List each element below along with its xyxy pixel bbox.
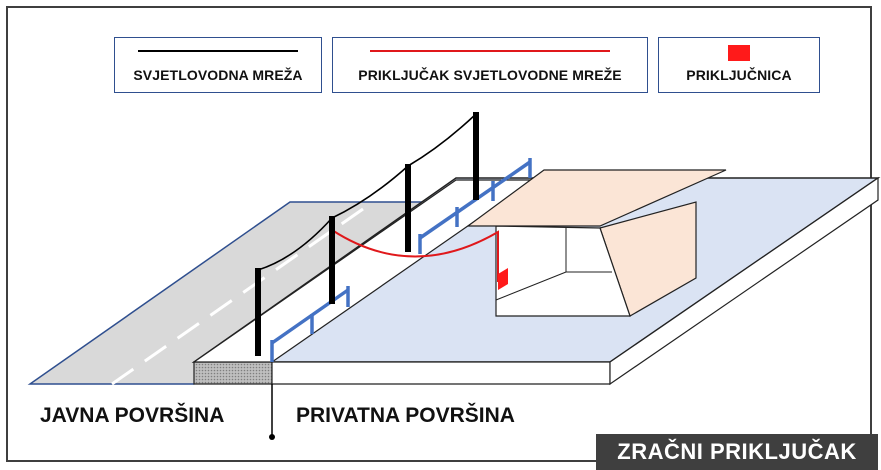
fence xyxy=(270,158,532,362)
boundary-marker xyxy=(269,434,275,440)
fiber-connection-cable xyxy=(331,229,499,282)
house xyxy=(466,169,727,317)
legend-label: PRIKLJUČAK SVJETLOVODNE MREŽE xyxy=(358,67,622,83)
public-area-label: JAVNA POVRŠINA xyxy=(40,404,225,427)
public-curb xyxy=(193,361,273,385)
connector-socket xyxy=(498,268,508,290)
legend-item-connector: PRIKLJUČNICA xyxy=(658,37,820,93)
private-area-label: PRIVATNA POVRŠINA xyxy=(296,404,515,427)
legend-label: SVJETLOVODNA MREŽA xyxy=(133,67,303,83)
poles xyxy=(255,112,479,356)
outer-border xyxy=(6,6,872,462)
legend-item-fiber-connection: PRIKLJUČAK SVJETLOVODNE MREŽE xyxy=(332,37,648,93)
legend-line-black xyxy=(138,50,298,52)
connection-type-badge: ZRAČNI PRIKLJUČAK xyxy=(596,434,878,470)
legend-item-fiber-network: SVJETLOVODNA MREŽA xyxy=(114,37,322,93)
legend-label: PRIKLJUČNICA xyxy=(686,67,792,83)
legend-square-red xyxy=(728,45,750,61)
fiber-network-cable xyxy=(257,113,477,271)
plate-side-edge xyxy=(609,176,879,386)
legend-line-red xyxy=(370,50,610,52)
private-plate-edge xyxy=(271,361,611,385)
